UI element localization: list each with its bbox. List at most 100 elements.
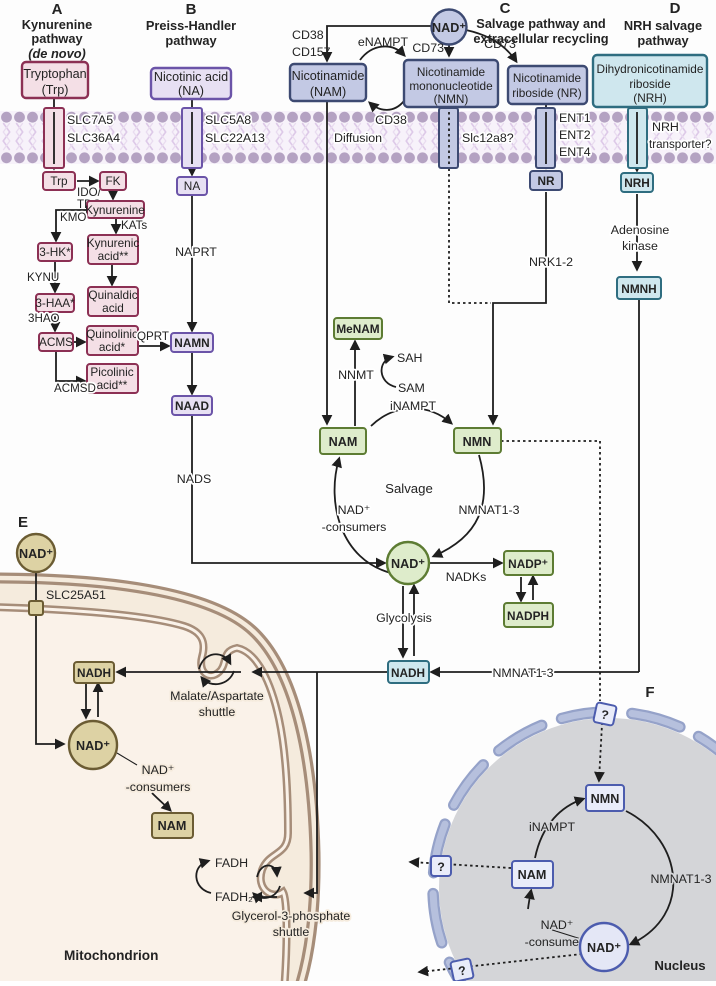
picolinic-acid-box [86,363,139,394]
nam-mito-box [151,812,194,839]
nam-cytosol-box [319,427,367,455]
nadh-mito-box [73,661,115,684]
nr-extracellular-label-1: Nicotinamide [513,71,582,85]
kynurenine-box [86,200,145,219]
nrk-label: NRK1-2 [529,255,573,269]
section-letter-a: A [52,1,63,18]
nad-mito-circle [67,719,119,771]
nicotinamide-label-2: (NAM) [310,85,346,99]
nmn-cytosol-label: NMN [463,435,492,449]
kmo-label: KMO [60,211,86,224]
nadph-box [503,602,554,628]
nrh-transporter-label-1: NRH [652,120,679,134]
section-titles: A Kynurenine pathway (de novo) B Preiss-… [18,0,702,701]
nicotinic-acid-label-2: (NA) [178,84,204,98]
nadph-label: NADPH [507,609,549,623]
section-a-title-1: Kynurenine [22,17,92,32]
kynurenine-label: Kynurenine [85,203,145,217]
nucleus-transporter-top [592,701,618,727]
nrh-extracellular-box [591,53,709,109]
namn-box [170,332,214,353]
nr-extracellular-box [506,64,589,106]
quinaldic-acid-label-2: acid [102,301,124,315]
nmnh-label: NMNH [621,282,656,296]
malate-shuttle-label-1: Malate/Aspartate [170,689,264,703]
picolinic-acid-label-2: acid** [97,378,128,392]
nadh-mito-label: NADH [77,666,111,680]
cd-columns: NR NRK1-2 NRH Adenosine kinase NMNH [527,170,671,300]
cell-membrane [0,111,716,164]
nad-nucleus-circle [578,921,630,973]
nucleus-nmnat-label: NMNAT1-3 [650,872,711,886]
slc25a51-transporter [28,600,44,616]
nmn-extracellular-box [402,58,500,109]
nr-extracellular-label-2: riboside (NR) [512,86,582,100]
nucleus-transporter-top-label: ? [600,707,610,722]
section-letter-c: C [500,0,511,17]
na-box [176,176,208,196]
nucleus-label: Nucleus [654,958,705,973]
hk-label: 3-HK* [39,245,71,259]
ent2-label: ENT2 [559,128,591,142]
cd38-label: CD38 [292,28,324,42]
ent1-label: ENT1 [559,111,591,125]
naprt-label: NAPRT [175,245,217,259]
nad-cytosol-label: NAD⁺ [391,557,425,571]
slc12a8-label: Slc12a8? [462,131,514,145]
nrh-label: NRH [624,176,650,190]
hao-label: 3HAO [28,312,60,325]
nnmt-label: NNMT [338,368,374,382]
nmn-extracellular-label-2: mononucleotide [409,79,493,93]
nadp-label: NADP⁺ [508,557,548,571]
preiss-handler-pathway: NA NAPRT NAMN NAAD NADS [170,176,219,488]
slc12a8-transporter [438,107,459,169]
nadp-box [503,550,554,576]
acms-box [38,332,74,352]
membrane-transporters [43,107,648,169]
nadh-cytosol-label: NADH [391,666,425,680]
section-a-title-3: (de novo) [28,46,86,61]
section-d-title-2: pathway [637,33,689,48]
nicotinic-acid-box [149,66,233,101]
salvage-cycle-label: Salvage [385,481,433,496]
mitochondrion-label: Mitochondrion [64,948,158,963]
extracellular-boxes: Tryptophan (Trp) Nicotinic acid (NA) NAD… [20,8,709,109]
nucleus-transporter-bottom-label: ? [457,963,467,978]
nrh-extracellular-label-3: (NRH) [633,91,666,105]
na-label: NA [184,179,201,193]
nad-cytosol-mito-circle [15,532,57,574]
quinolinic-acid-box [86,325,139,356]
mitochondrion-content: NAD⁺ SLC25A51 NADH Malate/Aspartate shut… [15,532,352,963]
nucleus-consumers-label-2: -consumers [525,935,590,949]
hk-box [37,242,73,262]
quinolinic-acid-label-2: acid* [99,340,126,354]
naad-label: NAAD [175,399,210,413]
trp-label: Trp [50,174,68,188]
nucleus-transporter-left [430,855,452,877]
kynurenine-pathway: Trp IDO/ TDO FK Kynurenine KMO KATs 3-HK… [25,171,171,397]
nmnat-label: NMNAT1-3 [458,503,519,517]
slc36a4-label: SLC36A4 [67,131,120,145]
nad-extracellular-circle [430,8,468,46]
section-c-title-2: extracellular recycling [473,31,608,46]
section-letter-d: D [670,0,681,17]
malate-shuttle-label-2: shuttle [199,705,236,719]
nad-nucleus-label: NAD⁺ [587,941,621,955]
section-c-title-1: Salvage pathway and [476,16,605,31]
trp-box [42,171,76,191]
section-d-title-1: NRH salvage [624,18,702,33]
nmn-extracellular-label-3: (NMN) [434,92,469,106]
inampt-label: iNAMPT [390,399,437,413]
glycerol-shuttle-label-2: shuttle [273,925,310,939]
nr-box [529,170,563,191]
adenosine-kinase-label-1: Adenosine [611,223,670,237]
nrh-box [620,172,654,193]
nucleus-content: ? ? ? NMN iNAMPT NAM NMNAT1-3 NAD⁺ -cons… [430,701,713,983]
nmn-nucleus-box [585,784,625,812]
glycerol-shuttle-label-1: Glycerol-3-phosphate [232,909,351,923]
extracellular-enzyme-labels: CD38 CD157 eNAMPT CD73 CD73 CD38 [292,28,516,129]
cd38-return-label: CD38 [375,113,407,127]
adenosine-kinase-label-2: kinase [622,239,658,253]
sam-label: SAM [398,381,425,395]
kynurenic-acid-label-1: Kynurenic [87,236,140,250]
